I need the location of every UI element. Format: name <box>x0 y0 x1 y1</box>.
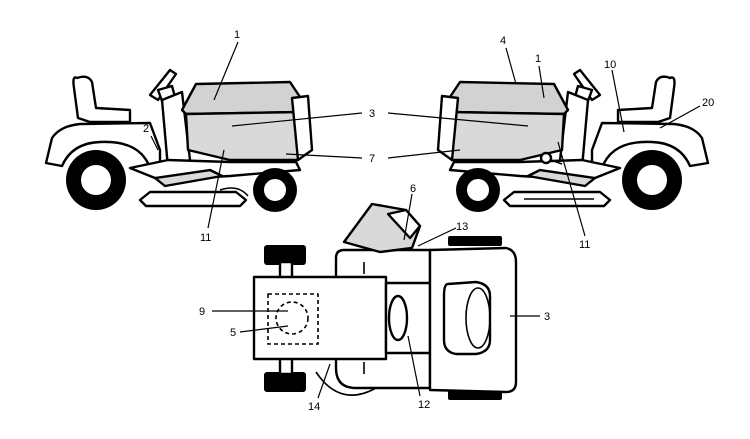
leader-t6 <box>403 193 413 241</box>
leader-lines <box>150 41 701 399</box>
deck-arc-top <box>315 371 377 396</box>
callout-left-1: 1 <box>234 29 240 41</box>
rear-wheel-top-upper <box>448 236 502 246</box>
grille-left <box>290 94 314 162</box>
callout-top-3: 3 <box>544 311 550 323</box>
callout-top-9: 9 <box>199 306 205 318</box>
steering-wheel-right <box>572 68 602 102</box>
front-hub-right <box>465 177 491 203</box>
mower-deck-left <box>138 190 248 208</box>
leader-l11 <box>207 149 225 229</box>
seat-outline-top <box>442 280 492 356</box>
tractor-left-side-view <box>44 68 314 212</box>
front-hub-left <box>262 177 288 203</box>
footrest-right <box>526 168 597 188</box>
leader-r1 <box>538 65 545 99</box>
callout-top-14: 14 <box>308 401 320 413</box>
leader-t5 <box>239 325 289 333</box>
callout-top-13: 13 <box>456 221 468 233</box>
deck-chute-left <box>219 187 249 197</box>
leader-r11 <box>557 141 586 237</box>
steering-oval-small <box>387 294 409 342</box>
leader-c3a <box>231 112 363 127</box>
leader-c7a <box>285 153 363 159</box>
rear-hub-left <box>79 163 113 197</box>
callout-left-2: 2 <box>143 123 149 135</box>
callout-numbers: 1 2 11 3 7 4 1 10 20 11 6 13 9 5 3 14 12 <box>143 29 714 413</box>
callout-center-3: 3 <box>369 108 375 120</box>
front-wheel-top-upper <box>264 245 306 265</box>
callout-top-12: 12 <box>418 399 430 411</box>
rear-hub-right <box>635 163 669 197</box>
chute-opening-top <box>386 208 422 240</box>
front-wheel-top-lower <box>264 372 306 392</box>
leader-l2 <box>150 135 159 151</box>
callout-center-7: 7 <box>369 153 375 165</box>
fender-left <box>44 121 162 170</box>
callout-right-10: 10 <box>604 59 616 71</box>
leader-t13 <box>417 227 457 247</box>
leader-t14 <box>317 363 331 399</box>
callout-top-6: 6 <box>410 183 416 195</box>
leader-r4 <box>505 47 517 85</box>
fender-right <box>590 121 710 170</box>
callout-left-11: 11 <box>200 232 211 244</box>
engine-outline-dashed <box>267 293 319 345</box>
hood-top-right <box>446 80 570 116</box>
leader-c7b <box>387 149 461 159</box>
hood-side-left <box>184 110 308 162</box>
footrest-left <box>153 168 224 188</box>
leader-c3b <box>387 112 529 127</box>
tractor-right-side-view <box>436 68 710 212</box>
steering-wheel-left <box>148 68 178 102</box>
seat-inner-top <box>465 287 491 349</box>
hood-top-view <box>252 275 388 361</box>
engine-circle-dashed <box>275 301 309 335</box>
tractor-top-view <box>252 202 518 400</box>
grille-right <box>436 94 460 162</box>
hood-top-left <box>180 80 304 116</box>
leader-t12 <box>407 335 421 397</box>
leader-l1 <box>213 41 239 101</box>
callout-right-11: 11 <box>579 239 590 251</box>
leader-r20 <box>659 105 701 129</box>
ignition-key-right <box>539 151 553 165</box>
callout-right-20: 20 <box>702 97 714 109</box>
seat-left <box>72 75 132 124</box>
leader-r10 <box>611 69 625 133</box>
callout-top-5: 5 <box>230 327 236 339</box>
seat-right <box>616 75 676 124</box>
ignition-key-shaft-right <box>550 159 563 165</box>
callout-right-1: 1 <box>535 53 541 65</box>
callout-right-4: 4 <box>500 35 506 47</box>
